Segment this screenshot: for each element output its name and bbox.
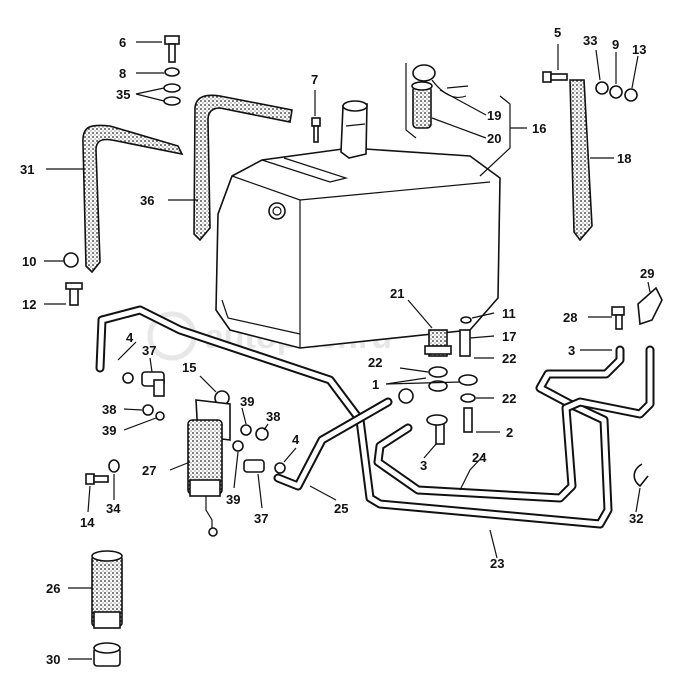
callout-18: 18 xyxy=(617,151,631,166)
seal-4a xyxy=(122,372,134,384)
callout-19: 19 xyxy=(487,108,501,123)
callout-28: 28 xyxy=(563,310,577,325)
callout-17: 17 xyxy=(502,329,516,344)
callout-27: 27 xyxy=(142,463,156,478)
ring-39c xyxy=(232,440,244,452)
fuel-line-23 xyxy=(95,305,625,529)
strap-18 xyxy=(569,79,593,242)
elbow-fitting-29 xyxy=(637,286,663,326)
banjo-bolt-2 xyxy=(463,407,473,433)
callout-39-bottom: 39 xyxy=(226,492,240,507)
seal-11 xyxy=(460,316,472,324)
fitting-37a xyxy=(141,371,165,397)
callout-36: 36 xyxy=(140,193,154,208)
bolt-12 xyxy=(65,282,83,306)
banjo-bolt-3 xyxy=(426,414,448,445)
callout-26: 26 xyxy=(46,581,60,596)
sender-unit-21 xyxy=(424,329,452,357)
nut-8 xyxy=(164,67,180,77)
callout-3-center: 3 xyxy=(420,458,427,473)
callout-20: 20 xyxy=(487,131,501,146)
callout-22-right-top: 22 xyxy=(502,351,516,366)
washer-9 xyxy=(609,85,623,99)
bolt-14 xyxy=(85,473,109,485)
filter-element-26 xyxy=(91,550,123,629)
seal-4b xyxy=(274,462,286,474)
nut-10 xyxy=(63,252,79,268)
fuel-line-24 xyxy=(373,345,655,503)
callout-38-left: 38 xyxy=(102,402,116,417)
bolt-5 xyxy=(542,71,568,83)
callout-22-right-bottom: 22 xyxy=(502,391,516,406)
callout-31: 31 xyxy=(20,162,34,177)
callout-1: 1 xyxy=(372,377,379,392)
callout-38-right: 38 xyxy=(266,409,280,424)
banjo-1b xyxy=(428,380,448,392)
bolt-6 xyxy=(164,35,180,63)
screw-7 xyxy=(311,117,321,143)
callout-39-right: 39 xyxy=(240,394,254,409)
callout-4-bottom: 4 xyxy=(292,432,300,447)
callout-5: 5 xyxy=(554,25,561,40)
callout-30: 30 xyxy=(46,652,60,667)
bolt-28 xyxy=(611,306,625,330)
callout-37-bottom: 37 xyxy=(254,511,268,526)
callout-2: 2 xyxy=(506,425,513,440)
washer-22a xyxy=(428,366,448,378)
filter-cup-30 xyxy=(93,642,121,667)
washer-33 xyxy=(595,81,609,95)
callout-10: 10 xyxy=(22,254,36,269)
strap-31 xyxy=(82,124,184,274)
bracket-16 xyxy=(405,63,511,177)
callout-15: 15 xyxy=(182,360,196,375)
callout-labels: 6 8 35 31 36 10 12 7 19 20 16 5 33 9 13 … xyxy=(20,25,654,667)
callout-22-left: 22 xyxy=(368,355,382,370)
callout-13: 13 xyxy=(632,42,646,57)
callout-14: 14 xyxy=(80,515,95,530)
washer-22b xyxy=(398,388,414,404)
washer-34 xyxy=(108,459,120,473)
callout-24: 24 xyxy=(472,450,487,465)
washer-22c xyxy=(460,393,476,403)
callout-11: 11 xyxy=(502,306,516,321)
washer-35a xyxy=(163,83,181,93)
callout-23: 23 xyxy=(490,556,504,571)
callout-9: 9 xyxy=(612,37,619,52)
callout-3-right: 3 xyxy=(568,343,575,358)
strainer xyxy=(411,81,433,129)
callout-7: 7 xyxy=(311,72,318,87)
callout-33: 33 xyxy=(583,33,597,48)
fitting-17 xyxy=(459,329,471,357)
fuel-tank xyxy=(215,100,501,349)
strap-36 xyxy=(193,94,293,242)
ring-39a xyxy=(155,411,165,421)
clip-32 xyxy=(633,463,649,488)
fuel-line-25 xyxy=(273,397,393,491)
callout-35: 35 xyxy=(116,87,130,102)
callout-21: 21 xyxy=(390,286,404,301)
callout-25: 25 xyxy=(334,501,348,516)
washer-35b xyxy=(163,96,181,106)
callout-16: 16 xyxy=(532,121,546,136)
callout-34: 34 xyxy=(106,501,121,516)
callout-37-top: 37 xyxy=(142,343,156,358)
callout-6: 6 xyxy=(119,35,126,50)
seal-38b xyxy=(255,427,269,441)
fuel-filter-27 xyxy=(187,399,231,537)
callout-12: 12 xyxy=(22,297,36,312)
callout-39-left: 39 xyxy=(102,423,116,438)
nut-13 xyxy=(624,88,638,102)
seal-38a xyxy=(142,404,154,416)
callout-32: 32 xyxy=(629,511,643,526)
callout-4-top: 4 xyxy=(126,330,134,345)
callout-8: 8 xyxy=(119,66,126,81)
ring-39b xyxy=(240,424,252,436)
leader-lines xyxy=(44,41,651,660)
banjo-1 xyxy=(458,374,478,386)
callout-29: 29 xyxy=(640,266,654,281)
fitting-37b xyxy=(243,459,265,473)
filler-cap xyxy=(412,64,469,99)
